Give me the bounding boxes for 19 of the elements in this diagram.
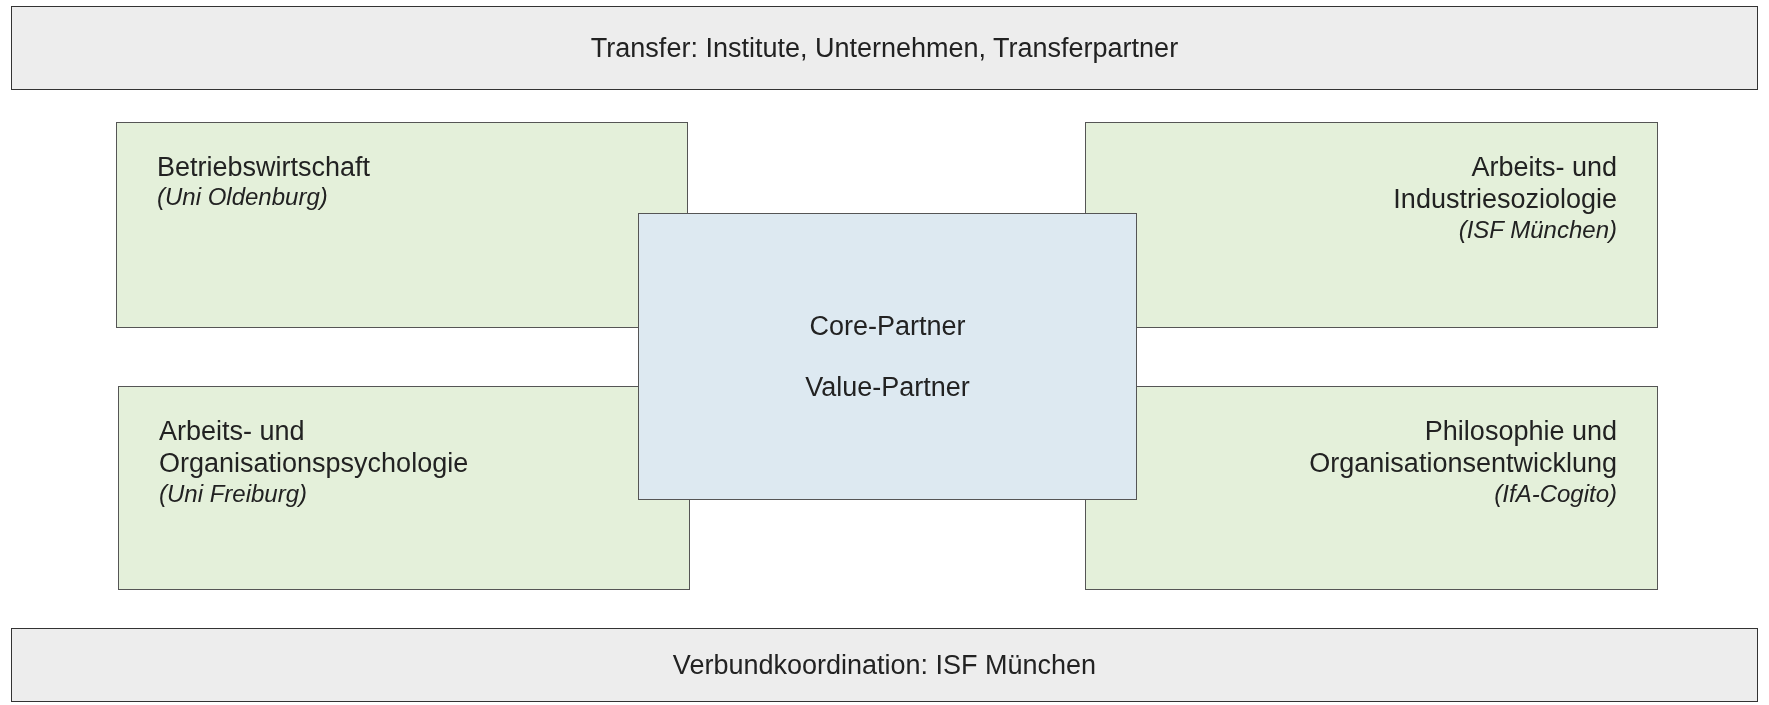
core-box [638,213,1137,500]
partner-box [116,122,688,328]
institution-name: (ISF München) [1458,215,1617,245]
discipline-title: Arbeits- und Organisationspsychologie [159,415,470,480]
discipline-title: Philosophie und Organisationsentwicklung [1308,415,1617,480]
partner-label: Value-Partner [805,370,970,403]
institution-name: (IfA-Cogito) [1494,479,1617,509]
banner-text: Transfer: Institute, Unternehmen, Transferpartner [590,31,1179,65]
institution-name: (Uni Freiburg) [159,479,308,509]
discipline-title: Betriebswirtschaft [157,151,371,184]
partner-box [1085,386,1658,590]
banner-bar [11,6,1758,90]
partner-box [118,386,690,590]
banner-text: Verbundkoordination: ISF München [672,648,1097,682]
partner-box [1085,122,1658,328]
institution-name: (Uni Oldenburg) [157,183,328,213]
discipline-title: Arbeits- und Industriesoziologie [1392,151,1617,216]
partner-label: Core-Partner [809,310,966,343]
banner-bar [11,628,1758,702]
